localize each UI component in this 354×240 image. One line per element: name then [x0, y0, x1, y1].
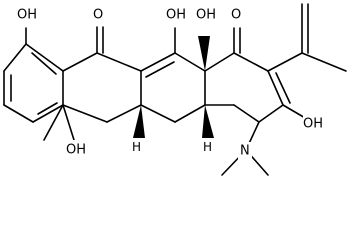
- bond-methyl-c6: [43, 104, 64, 141]
- label-h-junction-left: H: [132, 140, 141, 154]
- label-o-ketone-right: O: [231, 8, 241, 23]
- bond-c2: [174, 52, 206, 72]
- bond-a6: [25, 43, 64, 72]
- bond-d2: [233, 52, 269, 72]
- bond-a-inner2: [37, 102, 58, 115]
- label-oh-angular: OH: [196, 8, 216, 23]
- bond-b1: [62, 52, 98, 72]
- stereo-wedges: [133, 36, 214, 138]
- label-o-ketone-mid: O: [93, 8, 103, 23]
- bond-c5: [140, 104, 176, 123]
- label-oh-enol-top: OH: [166, 8, 186, 23]
- atom-labels: OH O OH OH O OH OH H H N: [17, 5, 325, 160]
- bond-d4: [258, 104, 284, 123]
- bond-a1: [3, 43, 27, 72]
- bond-d1: [204, 52, 235, 72]
- bond-d5: [233, 104, 260, 123]
- wedge-h-left: [133, 105, 145, 138]
- label-nitrogen: N: [240, 144, 250, 159]
- bond-b2: [96, 52, 142, 72]
- bond-c1-double: [145, 61, 175, 78]
- label-oh-phenol: OH: [17, 8, 37, 23]
- label-oh-tertiary: OH: [66, 143, 86, 158]
- bond-acetyl-me: [301, 52, 347, 72]
- bond-oh-c6: [62, 104, 75, 141]
- bond-d3-double: [275, 72, 291, 104]
- bond-c1: [140, 52, 176, 72]
- bond-c4: [174, 104, 206, 123]
- bonds: [3, 3, 347, 176]
- bond-a-inner3: [31, 52, 57, 75]
- chemical-structure-diagram: OH O OH OH O OH OH H H N: [3, 3, 347, 176]
- wedge-angular-oh: [198, 36, 210, 71]
- bond-a4: [32, 104, 64, 123]
- bond-a3: [3, 104, 34, 123]
- bond-b5: [62, 104, 108, 123]
- wedge-h-right: [202, 105, 214, 138]
- label-oh-enol-right: OH: [303, 117, 323, 132]
- bond-d3: [267, 70, 284, 106]
- label-h-junction-right: H: [203, 140, 212, 154]
- bond-acetyl-1: [267, 52, 303, 72]
- bond-b4: [106, 104, 142, 123]
